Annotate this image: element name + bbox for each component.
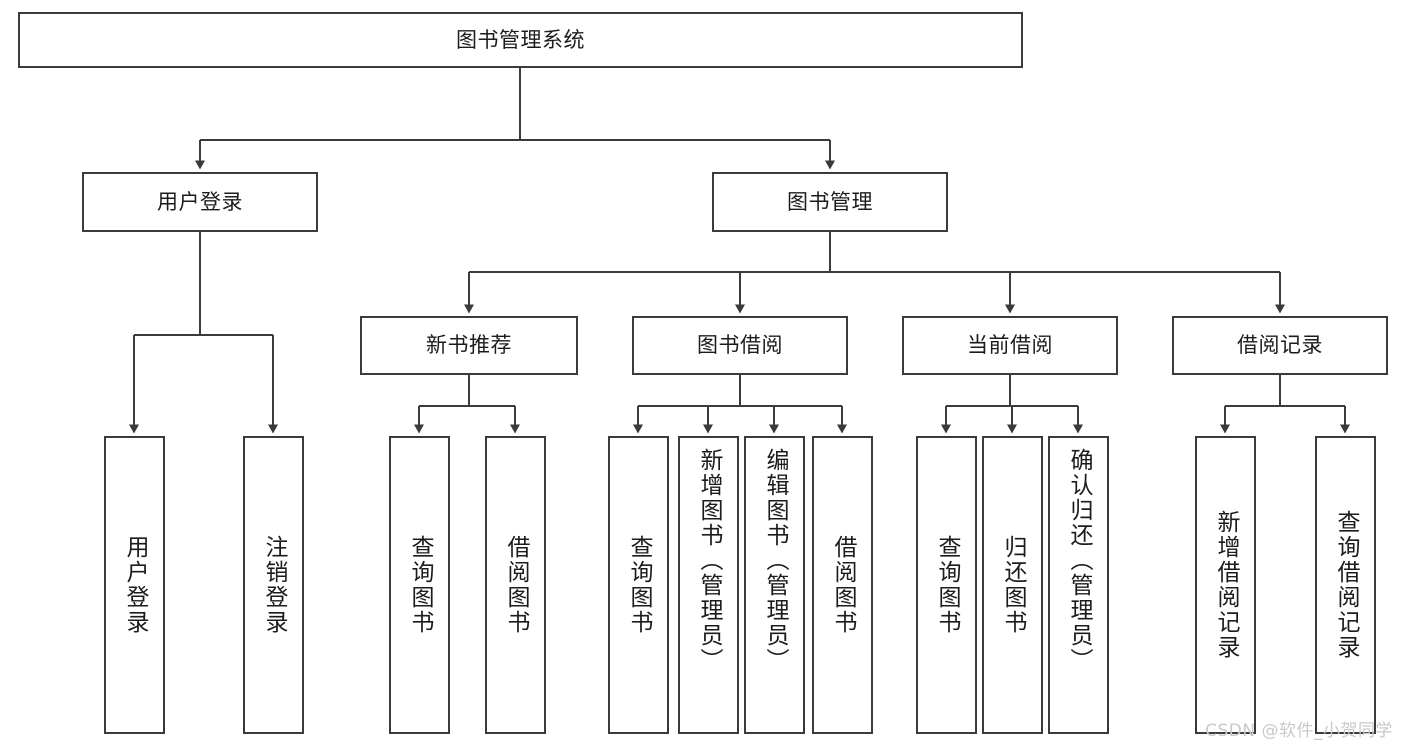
node-book-borrow[interactable]: 图书借阅 [632, 316, 848, 375]
node-leaf-add-borrow-record-label: 新增借阅记录 [1213, 510, 1239, 660]
node-leaf-query-book-2-label: 查询图书 [626, 535, 652, 635]
node-book-borrow-label: 图书借阅 [697, 333, 783, 358]
node-leaf-add-book-admin-label: 新增图书（管理员） [696, 448, 722, 673]
node-leaf-user-login[interactable]: 用户登录 [104, 436, 165, 734]
node-new-book-recommend-label: 新书推荐 [426, 333, 512, 358]
node-borrow-record[interactable]: 借阅记录 [1172, 316, 1388, 375]
node-leaf-confirm-return-admin-label: 确认归还（管理员） [1066, 448, 1092, 673]
node-leaf-query-book-1[interactable]: 查询图书 [389, 436, 450, 734]
node-leaf-query-book-3[interactable]: 查询图书 [916, 436, 977, 734]
node-leaf-query-borrow-record[interactable]: 查询借阅记录 [1315, 436, 1376, 734]
node-leaf-query-book-3-label: 查询图书 [934, 535, 960, 635]
node-root-label: 图书管理系统 [456, 27, 585, 52]
node-leaf-user-login-label: 用户登录 [122, 535, 148, 635]
node-leaf-logout-label: 注销登录 [261, 535, 287, 635]
node-leaf-query-borrow-record-label: 查询借阅记录 [1333, 510, 1359, 660]
node-current-borrow[interactable]: 当前借阅 [902, 316, 1118, 375]
node-root-system[interactable]: 图书管理系统 [18, 12, 1023, 68]
node-leaf-confirm-return-admin[interactable]: 确认归还（管理员） [1048, 436, 1109, 734]
node-leaf-return-book-label: 归还图书 [1000, 535, 1026, 635]
node-new-book-recommend[interactable]: 新书推荐 [360, 316, 578, 375]
node-leaf-edit-book-admin[interactable]: 编辑图书（管理员） [744, 436, 805, 734]
node-leaf-borrow-book-2[interactable]: 借阅图书 [812, 436, 873, 734]
node-leaf-add-borrow-record[interactable]: 新增借阅记录 [1195, 436, 1256, 734]
node-leaf-query-book-1-label: 查询图书 [407, 535, 433, 635]
node-user-login-label: 用户登录 [157, 189, 243, 214]
node-leaf-borrow-book-1[interactable]: 借阅图书 [485, 436, 546, 734]
node-current-borrow-label: 当前借阅 [967, 333, 1053, 358]
node-leaf-borrow-book-1-label: 借阅图书 [503, 535, 529, 635]
node-user-login[interactable]: 用户登录 [82, 172, 318, 232]
node-leaf-edit-book-admin-label: 编辑图书（管理员） [762, 448, 788, 673]
node-borrow-record-label: 借阅记录 [1237, 333, 1323, 358]
node-leaf-return-book[interactable]: 归还图书 [982, 436, 1043, 734]
node-leaf-borrow-book-2-label: 借阅图书 [830, 535, 856, 635]
node-leaf-add-book-admin[interactable]: 新增图书（管理员） [678, 436, 739, 734]
node-leaf-logout[interactable]: 注销登录 [243, 436, 304, 734]
node-book-management-label: 图书管理 [787, 189, 873, 214]
node-book-management[interactable]: 图书管理 [712, 172, 948, 232]
node-leaf-query-book-2[interactable]: 查询图书 [608, 436, 669, 734]
